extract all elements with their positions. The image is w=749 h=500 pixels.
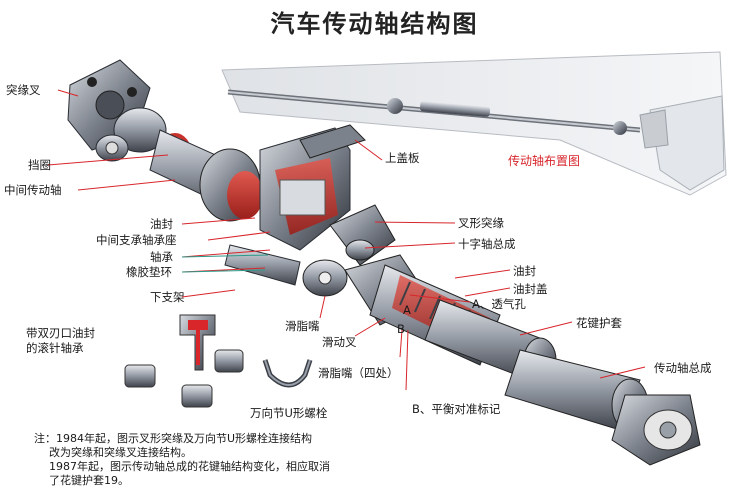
label-youfeng-left: 油封 [150, 217, 173, 231]
label-xiangjiao-dianhuan: 橡胶垫环 [126, 265, 172, 279]
needle-bearing-parts [124, 314, 244, 408]
label-xia-zhijia: 下支架 [150, 290, 185, 304]
label-huazhi-zui: 滑脂嘴 [285, 319, 320, 333]
label-huajian-hutao: 花键护套 [576, 316, 622, 330]
marker-a: A [403, 303, 411, 317]
label-tuyuancha: 突缘叉 [6, 83, 41, 97]
marker-b: B [397, 322, 405, 336]
label-youfeng-gai: 油封盖 [513, 282, 548, 296]
label-chuandongzhou-buzhitu: 传动轴布置图 [508, 154, 581, 168]
u-bolt [262, 359, 313, 388]
note-line-4: 了花键护套19。 [49, 474, 129, 487]
label-chuandongzhou-zongcheng: 传动轴总成 [654, 361, 712, 375]
main-assembly [67, 59, 701, 466]
label-zhongjian-zhicheng-zuo: 中间支承轴承座 [96, 233, 177, 247]
diagram-title: 汽车传动轴结构图 [270, 10, 479, 38]
label-shizizhou-zongcheng: 十字轴总成 [458, 237, 516, 251]
label-zhongjian-chuandongzhou: 中间传动轴 [4, 183, 62, 197]
label-dangquan: 挡圈 [28, 158, 51, 172]
label-youfeng-right: 油封 [513, 264, 536, 278]
label-huazhi-zui-sichu: 滑脂嘴（四处） [318, 366, 399, 380]
label-zhoucheng: 轴承 [150, 250, 173, 264]
note-line-1: 注：1984年起，图示叉形突缘及万向节U形螺栓连接结构 [34, 432, 313, 445]
note-line-3: 1987年起，图示传动轴总成的花键轴结构变化，相应取消 [49, 460, 330, 473]
label-huadong-cha: 滑动叉 [322, 335, 357, 349]
note-line-2: 改为突缘和突缘叉连接结构。 [49, 446, 192, 459]
label-b-pingheng: B、平衡对准标记 [412, 402, 501, 416]
label-shang-gaiban: 上盖板 [385, 151, 420, 165]
label-a-touqikong: A、透气孔 [472, 297, 526, 311]
layout-inset [221, 51, 727, 196]
label-shuangren-youfeng: 带双刃口油封 的滚针轴承 [26, 326, 95, 355]
label-chaxing-tuyuan: 叉形突缘 [458, 216, 504, 230]
label-wanxiangjie-luoshuan: 万向节U形螺栓 [250, 406, 328, 420]
